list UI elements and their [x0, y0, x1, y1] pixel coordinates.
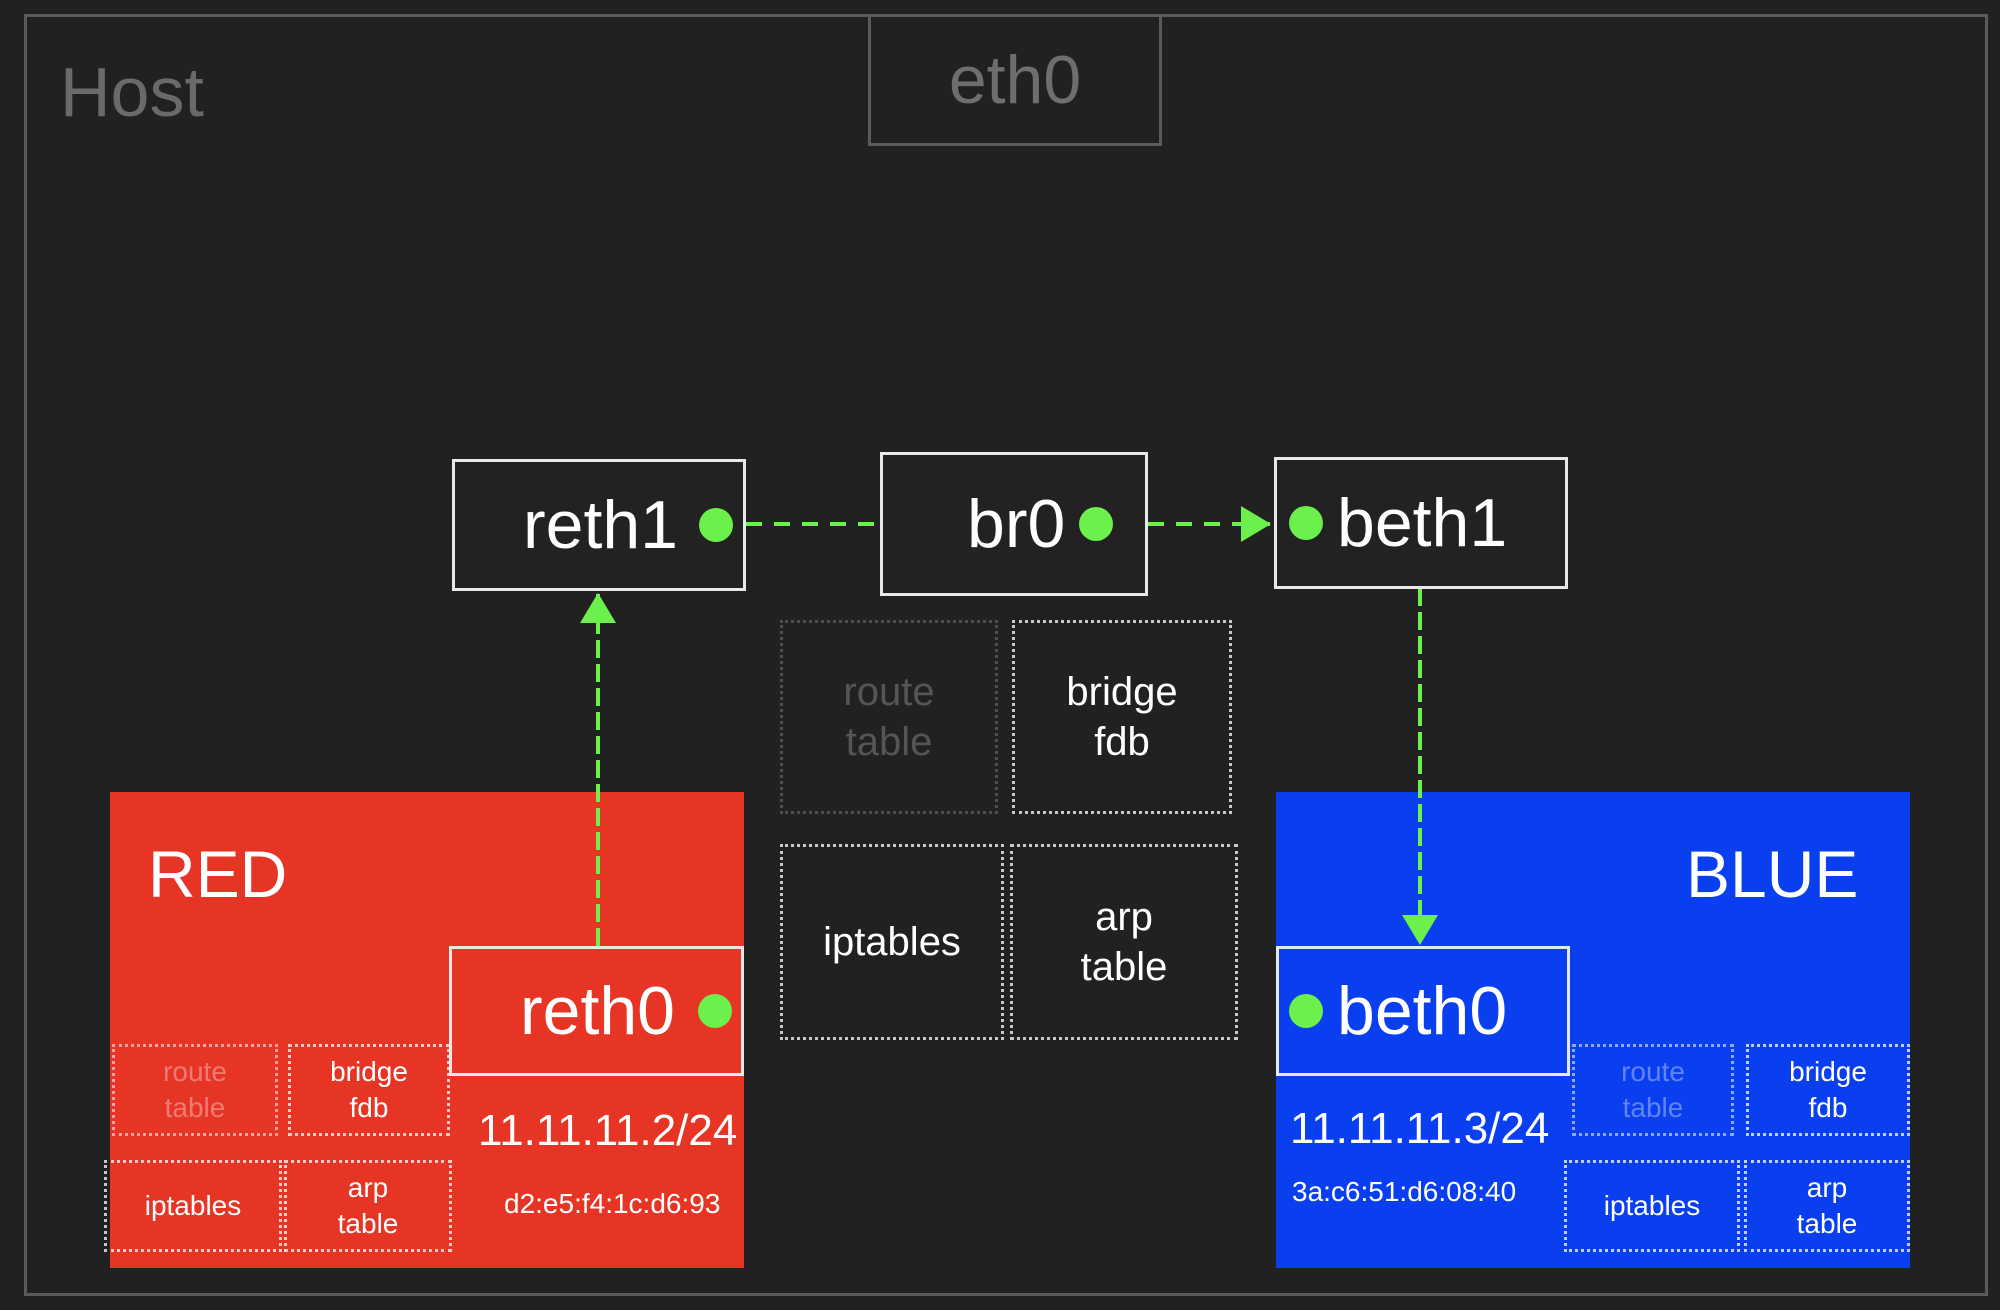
red-route-table: route table: [112, 1044, 278, 1136]
host-bridge-fdb: bridge fdb: [1012, 620, 1232, 814]
host-label: Host: [60, 53, 204, 131]
blue-mac-address: 3a:c6:51:d6:08:40: [1292, 1176, 1517, 1207]
blue-bridge-fdb: bridge fdb: [1746, 1044, 1910, 1136]
reth0-label: reth0: [520, 973, 675, 1049]
red-bridge-fdb: bridge fdb: [288, 1044, 450, 1136]
eth0-interface: eth0: [868, 14, 1162, 146]
beth1-port-icon: [1289, 506, 1323, 540]
red-namespace-title: RED: [148, 837, 288, 911]
host-iptables: iptables: [780, 844, 1004, 1040]
red-mac-address: d2:e5:f4:1c:d6:93: [504, 1188, 721, 1219]
br0-port-icon: [1079, 507, 1113, 541]
reth0-interface: reth0: [449, 946, 744, 1076]
beth1-interface: beth1: [1274, 457, 1568, 589]
red-arp-table: arp table: [284, 1160, 452, 1252]
red-ip-address: 11.11.11.2/24: [478, 1106, 738, 1155]
reth1-interface: reth1: [452, 459, 746, 591]
blue-ip-address: 11.11.11.3/24: [1290, 1104, 1550, 1153]
blue-arp-table: arp table: [1744, 1160, 1910, 1252]
reth1-label: reth1: [523, 487, 678, 563]
blue-iptables: iptables: [1564, 1160, 1740, 1252]
beth0-interface: beth0: [1276, 946, 1570, 1076]
host-arp-table: arp table: [1010, 844, 1238, 1040]
beth1-label: beth1: [1337, 485, 1508, 561]
eth0-label: eth0: [948, 42, 1082, 118]
blue-namespace-title: BLUE: [1686, 837, 1859, 911]
beth0-port-icon: [1289, 994, 1323, 1028]
br0-label: br0: [967, 486, 1066, 562]
beth0-label: beth0: [1337, 973, 1508, 1049]
host-route-table: route table: [780, 620, 998, 814]
red-iptables: iptables: [104, 1160, 282, 1252]
reth1-port-icon: [699, 508, 733, 542]
blue-route-table: route table: [1572, 1044, 1734, 1136]
reth0-port-icon: [698, 994, 732, 1028]
br0-bridge: br0: [880, 452, 1148, 596]
